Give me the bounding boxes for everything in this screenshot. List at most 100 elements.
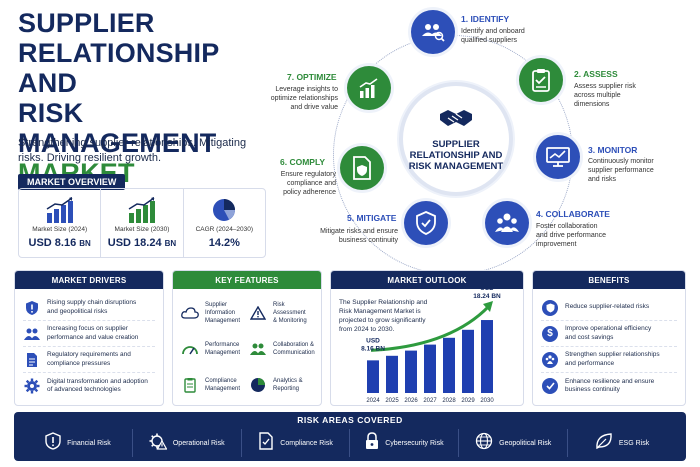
risk-item: Financial Risk — [24, 429, 133, 457]
trend-arrow — [370, 304, 491, 352]
overview-label: Market Size (2030) — [114, 226, 170, 233]
chart-bar — [386, 355, 398, 393]
chart-bar — [481, 320, 493, 393]
overview-item: Market Size (2024) USD 8.16 BN — [19, 189, 102, 257]
market-overview-box: Market Size (2024) USD 8.16 BN Market Si… — [18, 188, 266, 258]
x-tick-label: 2027 — [423, 398, 437, 404]
feature-item: Collaboration &Communication — [247, 331, 315, 367]
center-circle: SUPPLIER RELATIONSHIP AND RISK MANAGEMEN… — [399, 82, 513, 196]
optimize-node — [347, 66, 391, 110]
shield-check-icon — [416, 211, 436, 235]
bar-chart-up-icon — [45, 195, 75, 223]
page-title: SUPPLIER RELATIONSHIP AND RISK MANAGEMEN… — [18, 8, 283, 188]
collaborate-node — [485, 201, 529, 245]
step-title: 2. ASSESS — [574, 69, 618, 79]
pie-chart-icon — [211, 195, 237, 223]
end-value-label: 18.24 BN — [473, 293, 501, 300]
risk-areas-heading: RISK AREAS COVERED — [297, 415, 403, 425]
risk-label: ESG Risk — [618, 439, 650, 447]
step-title: 4. COLLABORATE — [536, 209, 610, 219]
market-outlook-heading: MARKET OUTLOOK — [331, 271, 523, 289]
x-tick-label: 2028 — [442, 398, 456, 404]
team-icon — [495, 213, 519, 232]
market-drivers-panel: MARKET DRIVERS Rising supply chain disru… — [14, 270, 164, 406]
risk-item: Operational Risk — [133, 429, 242, 457]
monitor-chart-icon — [546, 147, 570, 167]
feature-text: Collaboration &Communication — [273, 342, 315, 356]
risk-item: Compliance Risk — [242, 429, 351, 457]
x-tick-label: 2029 — [461, 398, 475, 404]
end-value-label: USD — [480, 289, 494, 292]
overview-value: USD 18.24 BN — [107, 237, 177, 249]
benefit-text: Reduce supplier-related risks — [565, 303, 650, 311]
identify-node — [411, 10, 455, 54]
overview-item: Market Size (2030) USD 18.24 BN — [101, 189, 184, 257]
x-tick-label: 2026 — [404, 398, 418, 404]
chart-bar — [367, 360, 379, 393]
bar-chart-up-icon — [127, 195, 157, 223]
monitor-node — [536, 135, 580, 179]
list-item: Reduce supplier-related risks — [541, 295, 677, 321]
overview-label: CAGR (2024–2030) — [195, 226, 254, 233]
risk-label: Cybersecurity Risk — [385, 439, 444, 447]
step-title: 1. IDENTIFY — [461, 14, 510, 24]
market-overview-heading: MARKET OVERVIEW — [18, 174, 126, 190]
risk-item: Cybersecurity Risk — [350, 429, 460, 457]
comply-node — [340, 146, 384, 190]
step-title: 6. COMPLY — [280, 157, 326, 167]
shield-alert-icon — [45, 431, 61, 455]
feature-item: Risk Assessment& Monitoring — [247, 295, 315, 331]
overview-value: 14.2% — [208, 237, 240, 249]
check-circle-icon — [542, 378, 558, 394]
start-value-label: USD — [366, 337, 380, 344]
benefits-panel: BENEFITS Reduce supplier-related risks $… — [532, 270, 686, 406]
shield-check-icon — [542, 299, 558, 316]
step-title: 7. OPTIMIZE — [287, 72, 337, 82]
assess-node — [519, 58, 563, 102]
feature-text: Risk Assessment& Monitoring — [273, 302, 307, 324]
title-line-1: SUPPLIER — [18, 8, 155, 38]
x-tick-label: 2030 — [480, 398, 494, 404]
overview-label: Market Size (2024) — [32, 226, 88, 233]
tagline: Strengthening supplier relationships. Mi… — [18, 137, 247, 164]
title-line-3: RISK MANAGEMENT — [18, 98, 217, 158]
globe-icon — [475, 432, 493, 455]
people-search-icon — [422, 24, 445, 42]
chart-bar — [405, 350, 417, 393]
risk-label: Operational Risk — [172, 439, 225, 447]
gear-alert-icon — [149, 432, 168, 455]
mitigate-node — [404, 201, 448, 245]
people-icon — [247, 342, 269, 356]
clipboard-icon — [179, 377, 201, 393]
gauge-icon — [179, 343, 201, 355]
risk-label: Financial Risk — [67, 439, 111, 447]
step-title: 3. MONITOR — [588, 145, 638, 155]
growth-chart-icon — [359, 78, 378, 98]
document-shield-icon — [353, 156, 371, 180]
risk-item: Geopolitical Risk — [459, 429, 569, 457]
overview-value: USD 8.16 BN — [28, 237, 91, 249]
feature-item: Analytics &Reporting — [247, 367, 315, 403]
clipboard-check-icon — [532, 69, 550, 92]
risk-label: Compliance Risk — [280, 439, 333, 447]
